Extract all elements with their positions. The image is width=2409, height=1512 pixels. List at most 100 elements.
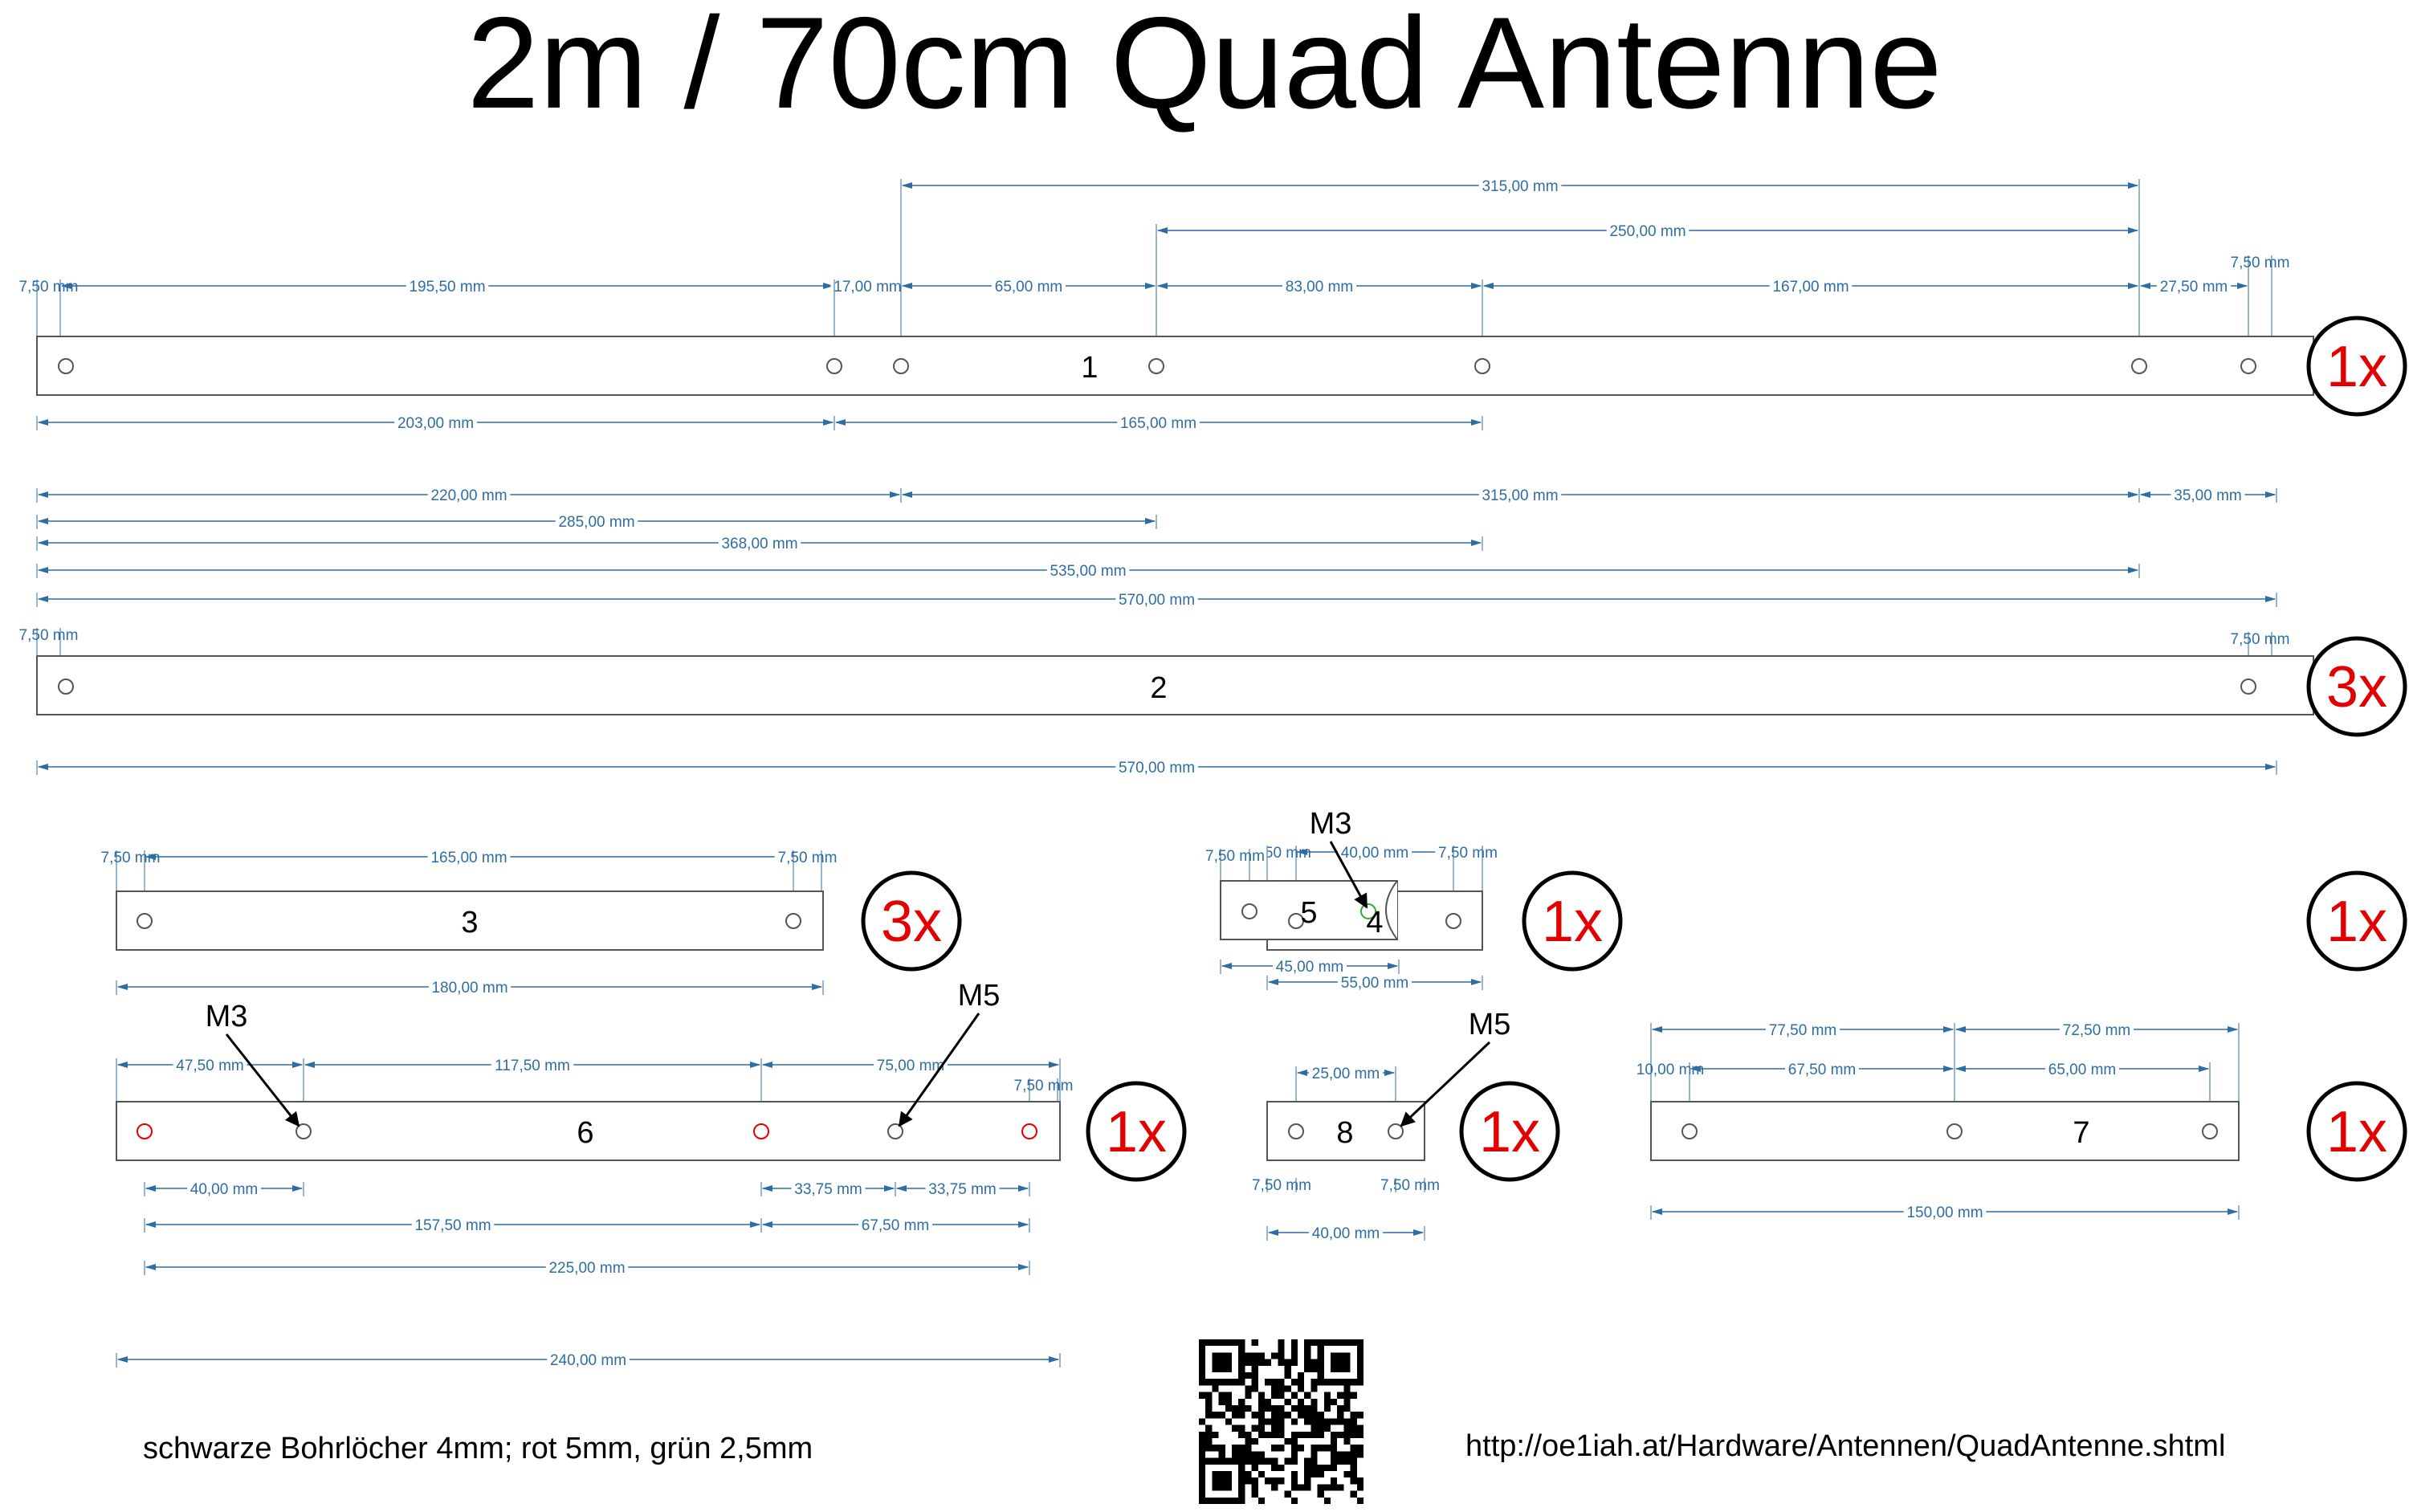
qr-module [1238,1431,1245,1438]
qr-module [1343,1398,1351,1405]
qr-module [1343,1438,1351,1445]
qr-module [1212,1484,1219,1491]
part-1-hole [826,358,842,374]
dimension-label: 203,00 mm [397,415,474,432]
dimension-label: 83,00 mm [1286,279,1353,295]
dimension-label-bg [992,276,1066,295]
qr-module [1323,1424,1331,1432]
qr-module [1199,1339,1206,1347]
qr-module [1251,1464,1258,1471]
qr-module [1251,1490,1258,1498]
part-6-quantity: 1x [1106,1100,1167,1164]
part-1-hole [893,358,909,374]
part-8-number: 8 [1336,1116,1353,1150]
qr-module [1278,1445,1285,1452]
qr-module [1257,1352,1265,1359]
qr-module [1356,1372,1363,1380]
qr-module [1271,1477,1278,1485]
qr-module [1350,1457,1357,1465]
qr-module [1238,1398,1245,1405]
qr-module [1257,1405,1265,1412]
qr-module [1199,1438,1206,1445]
qr-module [1232,1424,1239,1432]
dimension-label-bg [1115,589,1198,609]
qr-module [1251,1385,1258,1392]
qr-module [1238,1484,1245,1491]
qr-module [1232,1457,1239,1465]
qr-module [1278,1339,1285,1347]
part-2-hole [58,679,74,695]
dimension-label-bg [547,1350,630,1369]
part-6-thread-callout: M5 [958,979,1001,1013]
dimension-label-bg [830,276,905,295]
dimension-label: 7,50 mm [19,627,79,644]
qr-module [1205,1457,1213,1465]
qr-module [1225,1477,1232,1485]
qr-module [1218,1365,1225,1372]
qr-module [1317,1365,1324,1372]
part-6-hole [887,1123,903,1139]
dimension-label: 7,50 mm [19,279,79,295]
qr-module [1310,1405,1318,1412]
qr-module [1265,1477,1272,1485]
qr-module [1205,1405,1213,1412]
qr-module [1350,1418,1357,1425]
qr-module [1232,1405,1239,1412]
qr-module [1343,1365,1351,1372]
qr-module [1212,1412,1219,1419]
qr-module [1290,1379,1298,1386]
qr-module [1271,1379,1278,1386]
qr-module [1238,1352,1245,1359]
qr-module [1218,1445,1225,1452]
qr-module [1356,1346,1363,1353]
qr-module [1257,1451,1265,1458]
part-6-number: 6 [577,1116,593,1150]
qr-module [1350,1379,1357,1386]
qr-module [1331,1352,1338,1359]
qr-module [1251,1451,1258,1458]
qr-module [1337,1379,1344,1386]
qr-module [1304,1418,1311,1425]
qr-module [1205,1438,1213,1445]
qr-module [1278,1385,1285,1392]
part-7-hole [1681,1123,1698,1139]
dimension-label-bg [874,1055,948,1074]
dimension-label: 570,00 mm [1119,760,1195,776]
qr-module [1271,1464,1278,1471]
source-url[interactable]: http://oe1iah.at/Hardware/Antennen/QuadA… [1465,1429,2226,1463]
qr-module [1356,1477,1363,1485]
drawing-title: 2m / 70cm Quad Antenne [467,0,1942,136]
qr-module [1265,1431,1272,1438]
part-7-hole [2202,1123,2218,1139]
qr-module [1310,1339,1318,1347]
qr-module [1284,1385,1291,1392]
dimension-label-bg [1309,1223,1383,1242]
part-4-quantity-circle [1522,870,1623,972]
qr-module [1356,1359,1363,1366]
qr-module [1310,1412,1318,1419]
qr-module [1278,1379,1285,1386]
qr-module [1218,1339,1225,1347]
qr-module [1350,1445,1357,1452]
dimension-label: 55,00 mm [1341,975,1408,992]
qr-module [1232,1379,1239,1386]
qr-module [1212,1359,1219,1366]
qr-module [1199,1372,1206,1380]
qr-module [1290,1392,1298,1399]
dimension-label: 7,50 mm [1380,1177,1440,1194]
qr-module [1245,1431,1252,1438]
qr-module [1238,1471,1245,1478]
qr-module [1278,1464,1285,1471]
qr-module [1331,1359,1338,1366]
qr-module [1245,1352,1252,1359]
qr-module [1337,1365,1344,1372]
qr-module [1317,1490,1324,1498]
dimension-label-bg [427,847,511,866]
qr-module [1350,1424,1357,1432]
part-6-hole [753,1123,769,1139]
qr-module [1337,1431,1344,1438]
qr-module [1298,1372,1305,1380]
dimension-label-bg [1249,1175,1315,1194]
qr-module [1284,1372,1291,1380]
qr-module [1337,1412,1344,1419]
